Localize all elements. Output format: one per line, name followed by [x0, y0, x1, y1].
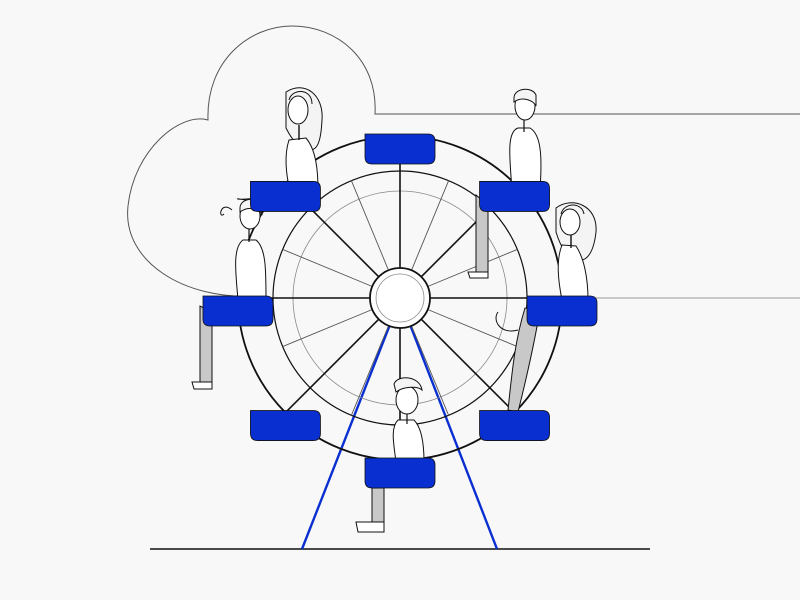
rider-hair — [513, 88, 537, 107]
wheel-spoke — [282, 309, 373, 348]
wheel-spoke — [420, 318, 516, 414]
support-legs — [300, 321, 499, 550]
wheel-spoke — [284, 318, 380, 414]
wheel-cabin-seat — [250, 410, 321, 441]
wheel-spoke — [427, 309, 518, 348]
wheel-spoke — [350, 180, 389, 271]
rider-man-left — [191, 198, 267, 390]
wheel-cabins — [202, 133, 598, 489]
wheel-cabin-seat — [364, 133, 436, 165]
rider-woman-right — [495, 202, 597, 413]
wheel-cabin-seat — [526, 295, 598, 327]
rider-legs — [371, 487, 385, 523]
wheel-spoke — [411, 325, 450, 416]
rider-boy-bottom — [355, 377, 425, 533]
cloud-outline — [127, 25, 800, 297]
rider-man-top-right — [467, 88, 542, 279]
wheel-spoke — [411, 180, 450, 271]
hub-inner — [375, 273, 425, 323]
wheel-spoke — [427, 248, 518, 287]
wheel-cabin-seat — [202, 295, 274, 327]
wheel-cabin-seat — [364, 457, 436, 489]
rider-hair — [393, 377, 423, 393]
wheel-cabin-seat — [479, 181, 550, 212]
wheel-spoke — [282, 248, 373, 287]
hub — [369, 267, 431, 329]
wheel-cabin-seat — [250, 181, 321, 212]
wheel-spoke — [350, 325, 389, 416]
wheel-cabin-seat — [479, 410, 550, 441]
